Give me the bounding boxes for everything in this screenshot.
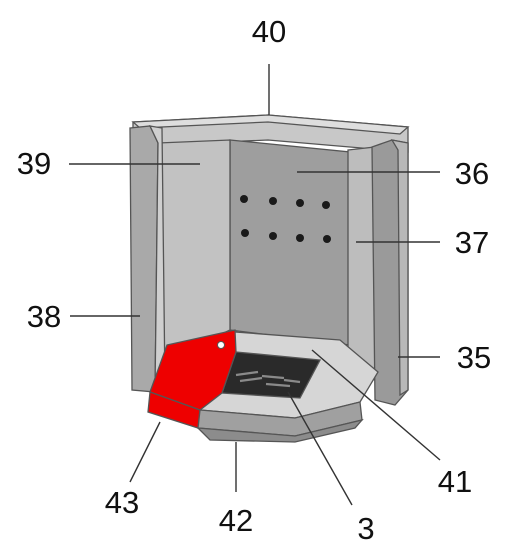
part-38-left-pillar bbox=[129, 125, 166, 393]
label-43: 43 bbox=[105, 485, 139, 520]
part-3-grate bbox=[221, 351, 322, 399]
label-35: 35 bbox=[457, 340, 491, 375]
air-holes bbox=[240, 195, 331, 243]
label-42: 42 bbox=[219, 503, 253, 538]
part-43-red-side-brick bbox=[147, 329, 237, 429]
label-41: 41 bbox=[438, 464, 472, 499]
leader-lines bbox=[69, 64, 441, 506]
label-3: 3 bbox=[357, 511, 374, 546]
part-42-front-base bbox=[196, 401, 364, 443]
label-40: 40 bbox=[252, 14, 286, 49]
part-37-right-inner-panel bbox=[347, 146, 376, 381]
label-38: 38 bbox=[27, 299, 61, 334]
part-36-back-wall bbox=[229, 139, 351, 346]
part-labels: 40 39 36 37 38 35 41 43 42 3 bbox=[17, 14, 491, 546]
part-35-right-pillar bbox=[371, 139, 409, 406]
part-39-left-inner-panel bbox=[157, 139, 231, 364]
label-37: 37 bbox=[455, 225, 489, 260]
label-36: 36 bbox=[455, 156, 489, 191]
label-39: 39 bbox=[17, 146, 51, 181]
